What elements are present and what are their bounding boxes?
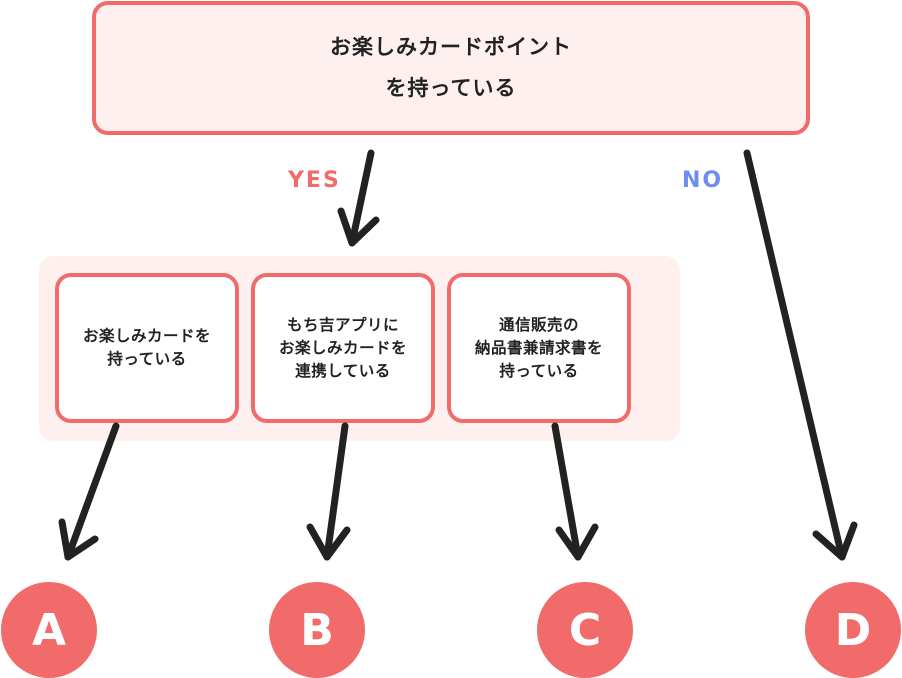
arrow-to-c — [551, 422, 599, 561]
condition-box-app: もち吉アプリに お楽しみカードを 連携している — [251, 273, 435, 423]
result-label: D — [834, 604, 872, 656]
arrow-to-a — [58, 422, 120, 561]
condition-box-mailorder: 通信販売の 納品書兼請求書を 持っている — [447, 273, 631, 423]
condition-text: もち吉アプリに お楽しみカードを 連携している — [278, 315, 407, 380]
yes-label: YES — [288, 168, 341, 193]
question-text: お楽しみカードポイント を持っている — [330, 35, 572, 100]
no-label: NO — [682, 168, 724, 193]
question-box: お楽しみカードポイント を持っている — [92, 1, 810, 135]
condition-box-card: お楽しみカードを 持っている — [55, 273, 239, 423]
result-b-circle: B — [269, 582, 365, 678]
no-arrow — [743, 149, 858, 561]
result-d-circle: D — [805, 582, 901, 678]
result-label: B — [300, 604, 334, 656]
arrow-to-b — [306, 422, 351, 561]
result-c-circle: C — [537, 582, 633, 678]
result-label: A — [31, 604, 67, 656]
result-label: C — [568, 604, 602, 656]
result-a-circle: A — [1, 582, 97, 678]
yes-arrow — [337, 149, 380, 247]
condition-text: 通信販売の 納品書兼請求書を 持っている — [474, 315, 603, 380]
condition-text: お楽しみカードを 持っている — [82, 327, 211, 368]
